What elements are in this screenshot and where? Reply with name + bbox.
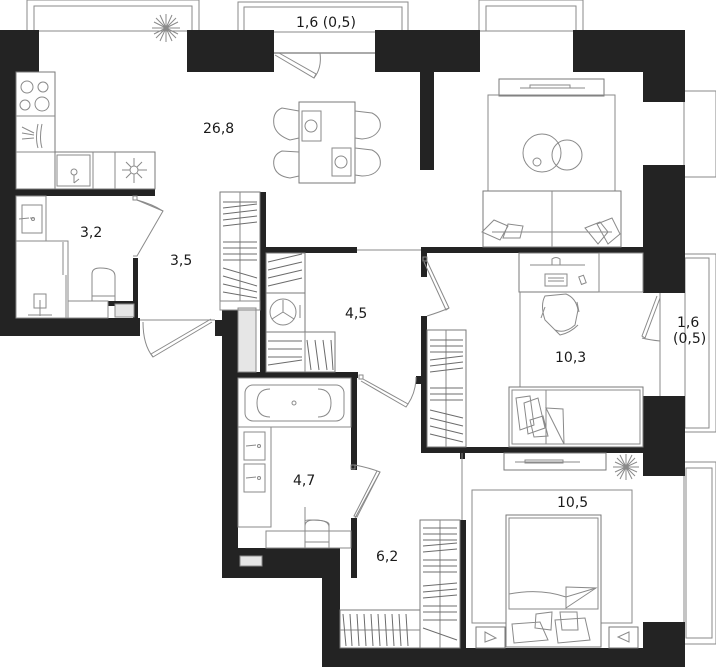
bathtub-icon <box>237 377 352 428</box>
stove-icon <box>19 80 50 112</box>
fridge-icon <box>122 158 147 183</box>
balcony-area-right-line2: (0,5) <box>673 331 707 347</box>
balcony-top-right-window <box>478 0 584 32</box>
washing-machine-icon <box>269 298 301 326</box>
desk-icon <box>518 252 644 293</box>
nightstand-icon <box>475 626 506 649</box>
room-area-bathroom: 4,7 <box>293 473 316 489</box>
wardrobe-icon <box>219 191 261 311</box>
room-area-bathroom-small: 3,2 <box>80 225 103 241</box>
wardrobe-icon <box>426 329 467 448</box>
office-chair-icon <box>540 293 580 336</box>
door-icon <box>274 52 375 79</box>
balcony-right-lower-window <box>683 461 716 645</box>
balcony-top <box>237 1 409 33</box>
double-bed-icon <box>471 489 633 648</box>
walls <box>0 30 685 667</box>
shower-icon <box>15 240 69 319</box>
shaft <box>237 307 257 373</box>
door-icon <box>422 256 450 317</box>
balcony-top-left-window <box>26 0 200 32</box>
wardrobe-icon <box>339 609 421 649</box>
washbasin-icon <box>15 195 47 242</box>
nightstand-icon <box>608 626 639 649</box>
window-door-icon <box>641 293 661 396</box>
dining-table-icon <box>273 101 381 184</box>
tv-icon <box>503 452 607 471</box>
entry-door-icon <box>140 318 215 358</box>
door-icon <box>358 374 417 408</box>
coffee-table-icon <box>487 94 616 192</box>
room-area-corridor: 6,2 <box>376 549 399 565</box>
laundry-cabinet <box>265 252 336 373</box>
balcony-area-right-line1: 1,6 <box>677 315 700 331</box>
room-area-entry-hall: 3,5 <box>170 253 193 269</box>
toilet-icon <box>265 507 352 549</box>
balcony-area-top: 1,6 (0,5) <box>296 15 356 31</box>
single-bed-icon <box>508 386 644 448</box>
tv-icon <box>498 78 605 97</box>
room-area-bedroom-2: 10,5 <box>557 495 589 511</box>
washbasin-icon <box>237 426 272 528</box>
door-icon <box>350 464 381 519</box>
balcony-right-upper-window <box>683 90 716 178</box>
room-area-hall: 4,5 <box>345 306 368 322</box>
wardrobe-icon <box>419 519 461 649</box>
sofa-icon <box>481 190 622 248</box>
room-area-bedroom-1: 10,3 <box>555 350 587 366</box>
plant-icon <box>152 14 180 42</box>
shaft <box>239 555 263 567</box>
toilet-icon <box>67 267 116 319</box>
door-icon <box>132 195 164 257</box>
plant-icon <box>613 454 639 480</box>
dishwasher-icon <box>21 123 43 149</box>
room-area-kitchen-living: 26,8 <box>203 121 235 137</box>
shaft <box>114 303 135 318</box>
sink-icon <box>56 154 91 187</box>
